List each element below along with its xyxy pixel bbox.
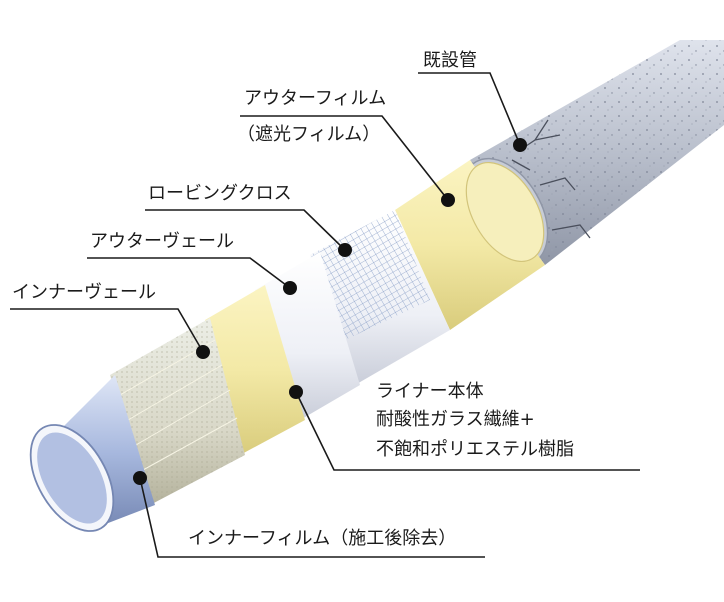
- label-outer-film-1: アウターフィルム: [244, 88, 386, 109]
- leader-outer-veil: [87, 257, 297, 295]
- inner-film-layer: [29, 375, 155, 532]
- outer-film-layer: [395, 160, 545, 330]
- label-roving-cloth: ロービングクロス: [148, 183, 292, 204]
- label-liner-1: ライナー本体: [376, 381, 484, 402]
- label-inner-veil: インナーヴェール: [12, 282, 156, 303]
- label-existing-pipe: 既設管: [423, 50, 477, 71]
- leader-inner-veil: [10, 308, 210, 359]
- label-inner-film: インナーフィルム（施工後除去）: [188, 528, 456, 549]
- leader-liner-body: [289, 385, 640, 471]
- label-liner-3: 不飽和ポリエステル樹脂: [376, 439, 574, 460]
- crack-lines: [511, 119, 591, 239]
- label-outer-veil: アウターヴェール: [90, 231, 234, 252]
- outer-veil-layer: [255, 252, 360, 420]
- leader-roving-cloth: [145, 209, 352, 257]
- label-liner-2: 耐酸性ガラス繊維+: [376, 409, 535, 430]
- inner-veil-layer: [110, 318, 245, 505]
- leader-outer-film: [240, 115, 455, 207]
- label-outer-film-2: （遮光フィルム）: [237, 124, 380, 145]
- leader-inner-film: [133, 471, 485, 558]
- leader-existing-pipe: [418, 72, 527, 152]
